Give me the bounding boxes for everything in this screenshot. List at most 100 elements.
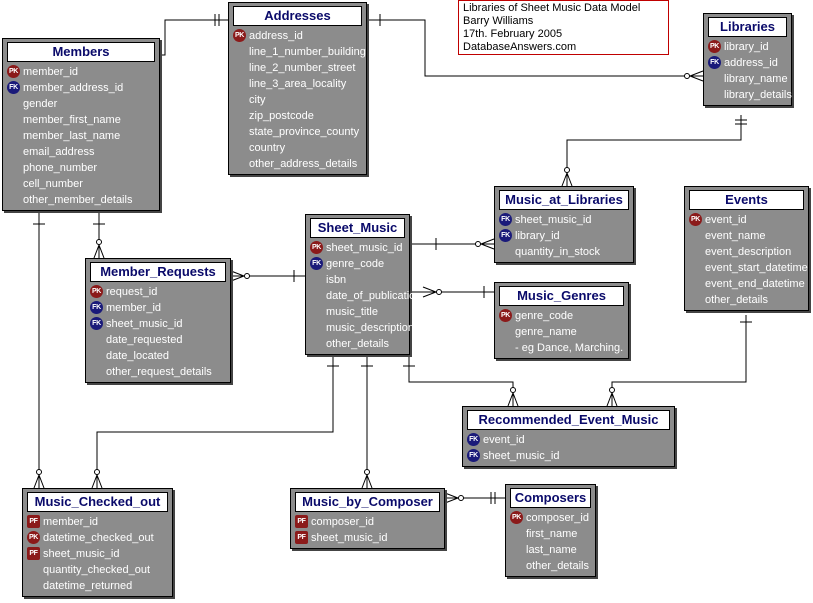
attribute-name: genre_name — [515, 326, 577, 338]
attribute-name: event_name — [705, 230, 766, 242]
attribute-name: datetime_returned — [43, 580, 133, 592]
entity-title: Member_Requests — [90, 262, 226, 282]
attribute-name: line_3_area_locality — [249, 78, 347, 90]
attribute-row: city — [229, 92, 366, 108]
rel-sheetmusic-musiccheckedout — [96, 357, 334, 488]
note-line: Libraries of Sheet Music Data Model — [463, 2, 641, 14]
attribute-row: line_1_number_building — [229, 44, 366, 60]
attribute-row: other_details — [506, 558, 595, 574]
attribute-name: composer_id — [311, 516, 374, 528]
diagram-note: Libraries of Sheet Music Data Model Barr… — [458, 0, 669, 55]
attribute-row: date_of_publication — [306, 288, 421, 304]
attribute-name: other_details — [705, 294, 768, 306]
attribute-name: last_name — [526, 544, 577, 556]
attribute-row: event_start_datetime — [685, 260, 808, 276]
attribute-row: first_name — [506, 526, 595, 542]
attribute-name: email_address — [23, 146, 95, 158]
attribute-row: member_first_name — [3, 112, 159, 128]
rel-events-recommended — [611, 315, 747, 406]
attribute-row: other_address_details — [229, 156, 366, 172]
attribute-name: sheet_music_id — [311, 532, 388, 544]
key-badge-icon: PK — [310, 241, 323, 254]
entity-title: Members — [7, 42, 155, 62]
attribute-name: date_of_publication — [326, 290, 422, 302]
key-badge-icon: FK — [499, 213, 512, 226]
attribute-row: line_2_number_street — [229, 60, 366, 76]
attribute-row: isbn — [306, 272, 409, 288]
attribute-name: music_title — [326, 306, 378, 318]
attribute-name: event_id — [705, 214, 747, 226]
attribute-row: event_description — [685, 244, 808, 260]
attribute-row: cell_number — [3, 176, 159, 192]
attribute-name: sheet_music_id — [43, 548, 120, 560]
attribute-name: date_requested — [106, 334, 183, 346]
attribute-row: country — [229, 140, 366, 156]
attribute-row: gender — [3, 96, 159, 112]
key-badge-icon: PK — [90, 285, 103, 298]
attribute-name: phone_number — [23, 162, 98, 174]
attribute-name: member_first_name — [23, 114, 121, 126]
attribute-name: sheet_music_id — [326, 242, 403, 254]
attribute-row: quantity_checked_out — [23, 562, 172, 578]
attribute-name: sheet_music_id — [483, 450, 560, 462]
entity-title: Sheet_Music — [310, 218, 405, 238]
attribute-name: isbn — [326, 274, 347, 286]
attribute-name: other_details — [526, 560, 589, 572]
attribute-name: music_description — [326, 322, 415, 334]
key-badge-icon: PK — [689, 213, 702, 226]
attribute-name: gender — [23, 98, 58, 110]
rel-libraries-musicatlibraries — [566, 115, 742, 186]
attribute-name: request_id — [106, 286, 158, 298]
attribute-row: other_details — [685, 292, 808, 308]
attribute-row: date_located — [86, 348, 230, 364]
entity-title: Composers — [510, 488, 591, 508]
attribute-name: library_id — [515, 230, 560, 242]
attribute-row: email_address — [3, 144, 159, 160]
attribute-name: member_id — [43, 516, 99, 528]
attribute-name: address_id — [724, 57, 778, 69]
attribute-name: zip_postcode — [249, 110, 314, 122]
attribute-name: line_2_number_street — [249, 62, 356, 74]
attribute-name: line_1_number_building — [249, 46, 366, 58]
attribute-name: other_address_details — [249, 158, 358, 170]
attribute-row: - eg Dance, Marching. — [495, 340, 628, 356]
attribute-row: quantity_in_stock — [495, 244, 633, 260]
key-badge-icon: PK — [499, 309, 512, 322]
attribute-row: state_province_county — [229, 124, 366, 140]
attribute-name: genre_code — [326, 258, 385, 270]
attribute-name: member_address_id — [23, 82, 124, 94]
attribute-name: event_end_datetime — [705, 278, 805, 290]
attribute-name: event_id — [483, 434, 525, 446]
attribute-name: library_details — [724, 89, 792, 101]
attribute-row: last_name — [506, 542, 595, 558]
key-badge-icon: PK — [7, 65, 20, 78]
note-line: Barry Williams — [463, 15, 534, 27]
attribute-name: sheet_music_id — [515, 214, 592, 226]
attribute-row: other_member_details — [3, 192, 159, 208]
key-badge-icon: FK — [467, 433, 480, 446]
key-badge-icon: FK — [708, 56, 721, 69]
